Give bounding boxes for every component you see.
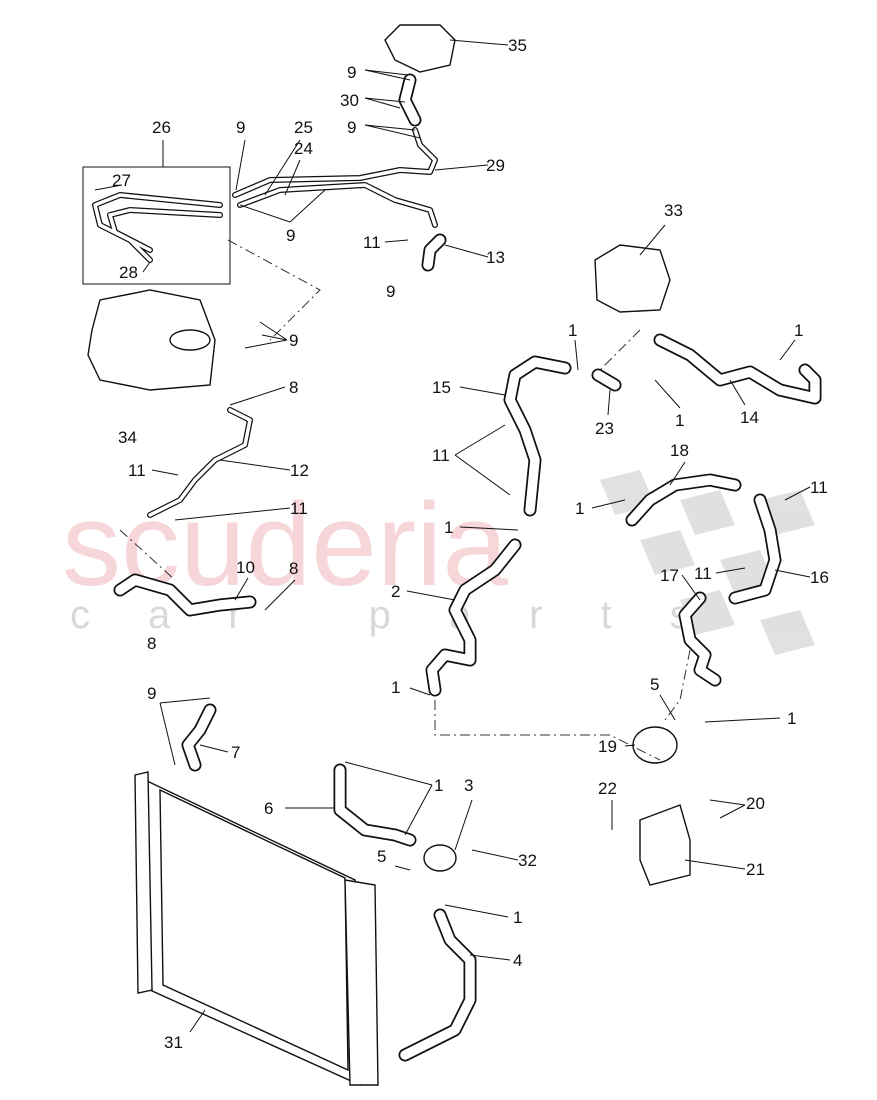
callout-8: 8: [147, 634, 156, 653]
callout-4: 4: [513, 951, 522, 970]
watermark: scuderia car parts: [62, 470, 815, 655]
callout-32: 32: [518, 851, 537, 870]
part-35-reservoir: [384, 24, 456, 73]
callout-9: 9: [147, 684, 156, 703]
callout-9: 9: [386, 282, 395, 301]
callout-11: 11: [694, 564, 712, 583]
callout-12: 12: [290, 461, 309, 480]
callout-1: 1: [568, 321, 577, 340]
callout-1: 1: [575, 499, 584, 518]
callout-1: 1: [434, 776, 443, 795]
callout-30: 30: [340, 91, 359, 110]
callout-18: 18: [670, 441, 689, 460]
part-33-valve: [594, 244, 671, 313]
callout-13: 13: [486, 248, 505, 267]
callout-11: 11: [290, 499, 308, 518]
callout-11: 11: [432, 446, 450, 465]
assembly-26-box: [82, 166, 231, 285]
callout-1: 1: [794, 321, 803, 340]
callout-29: 29: [486, 156, 505, 175]
callout-1: 1: [513, 908, 522, 927]
callout-16: 16: [810, 568, 829, 587]
callout-11: 11: [128, 461, 146, 480]
callout-9: 9: [347, 63, 356, 82]
callout-33: 33: [664, 201, 683, 220]
callout-21: 21: [746, 860, 765, 879]
part-34-expansion-tank: [87, 289, 216, 391]
part-3-pump: [423, 844, 457, 872]
callout-11: 11: [810, 478, 828, 497]
callout-5: 5: [377, 847, 386, 866]
callout-1: 1: [391, 678, 400, 697]
callout-11: 11: [363, 233, 381, 252]
part-31-radiator: [134, 771, 379, 1087]
callout-3: 3: [464, 776, 473, 795]
callout-24: 24: [294, 139, 313, 158]
callout-20: 20: [746, 794, 765, 813]
callout-8: 8: [289, 559, 298, 578]
callout-9: 9: [286, 226, 295, 245]
callout-9: 9: [347, 118, 356, 137]
callout-9: 9: [236, 118, 245, 137]
callout-22: 22: [598, 779, 617, 798]
callout-27: 27: [112, 171, 131, 190]
callout-17: 17: [660, 566, 679, 585]
callout-25: 25: [294, 118, 313, 137]
callout-7: 7: [231, 743, 240, 762]
callout-1: 1: [675, 411, 684, 430]
callout-14: 14: [740, 408, 759, 427]
callout-23: 23: [595, 419, 614, 438]
callout-5: 5: [650, 675, 659, 694]
callout-6: 6: [264, 799, 273, 818]
callout-35: 35: [508, 36, 527, 55]
callout-10: 10: [236, 558, 255, 577]
callout-8: 8: [289, 378, 298, 397]
callout-31: 31: [164, 1033, 183, 1052]
callout-26: 26: [152, 118, 171, 137]
leader-lines: [94, 39, 811, 1033]
checkered-flag-logo: [600, 470, 815, 655]
callout-1: 1: [444, 518, 453, 537]
callout-1: 1: [787, 709, 796, 728]
callout-2: 2: [391, 582, 400, 601]
callout-15: 15: [432, 378, 451, 397]
callout-28: 28: [119, 263, 138, 282]
callout-19: 19: [598, 737, 617, 756]
callout-34: 34: [118, 428, 137, 447]
callout-9: 9: [289, 331, 298, 350]
part-21-bracket: [639, 804, 691, 886]
